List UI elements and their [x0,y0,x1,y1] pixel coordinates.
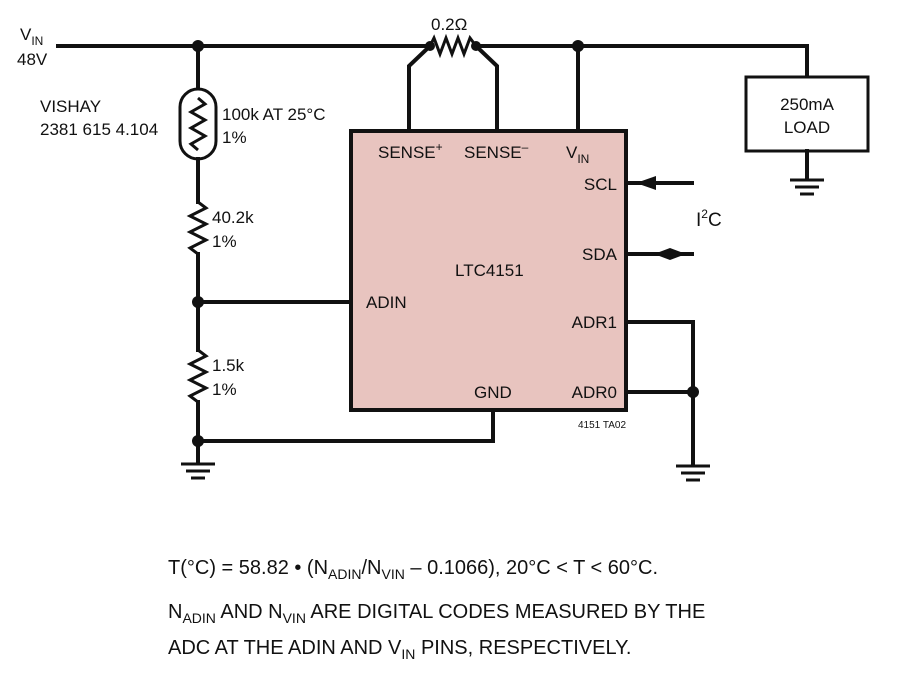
load-box [744,75,870,153]
notes-block: T(°C) = 58.82 • (NADIN/NVIN – 0.1066), 2… [168,553,868,669]
r-bottom-value: 1.5k [212,356,245,375]
thermistor-symbol [178,87,218,161]
temperature-formula: T(°C) = 58.82 • (NADIN/NVIN – 0.1066), 2… [168,557,659,582]
pin-sense-plus: SENSE+ [378,140,443,162]
note-line-2: ADC AT THE ADIN AND VIN PINS, RESPECTIVE… [168,637,632,662]
pin-sda: SDA [582,245,618,264]
ltc4151-ic-body [349,129,628,412]
pin-adin: ADIN [366,293,407,312]
thermistor-part: 2381 615 4.104 [40,120,158,139]
pin-adr1: ADR1 [572,313,617,332]
adr1-wire [624,320,695,394]
pin-adr0: ADR0 [572,383,617,402]
load-label-line1: 250mA [780,95,835,114]
sense-resistor-symbol [428,33,478,59]
junction-dot [687,386,699,398]
scl-arrow [636,176,656,190]
rail-to-load-wire [474,44,809,79]
pin-scl: SCL [584,175,617,194]
pin-vin: VIN [566,143,589,166]
thermistor-value: 100k AT 25°C [222,105,326,124]
r-top-value: 40.2k [212,208,254,227]
schematic-diagram: VIN 48V 0.2Ω VISHAY 2381 615 4.104 100k … [17,15,870,482]
ground-symbol [790,178,824,196]
sense-plus-wire [407,43,433,133]
pin-gnd: GND [474,383,512,402]
pin-sense-minus: SENSE– [464,140,529,162]
r-top-tolerance: 1% [212,232,237,251]
figure-id: 4151 TA02 [578,420,626,431]
thermistor-maker: VISHAY [40,97,101,116]
sda-arrow-in [654,248,670,260]
thermistor-tolerance: 1% [222,128,247,147]
note-line-1: NADIN AND NVIN ARE DIGITAL CODES MEASURE… [168,601,706,626]
sda-arrow-out [670,248,686,260]
resistor-1k5-symbol [186,348,210,404]
resistor-40k2-symbol [186,200,210,256]
ic-name: LTC4151 [455,261,524,280]
gnd-pin-wire [196,408,495,443]
ground-symbol [676,464,710,482]
sense-minus-wire [473,43,499,133]
supply-voltage: 48V [17,50,48,69]
sense-resistor-value: 0.2Ω [431,15,467,34]
supply-label: VIN [20,25,43,48]
adr0-wire [624,390,695,466]
load-label-line2: LOAD [784,118,830,137]
i2c-label: I2C [696,207,722,231]
r-bottom-tolerance: 1% [212,380,237,399]
ground-symbol [181,462,215,480]
